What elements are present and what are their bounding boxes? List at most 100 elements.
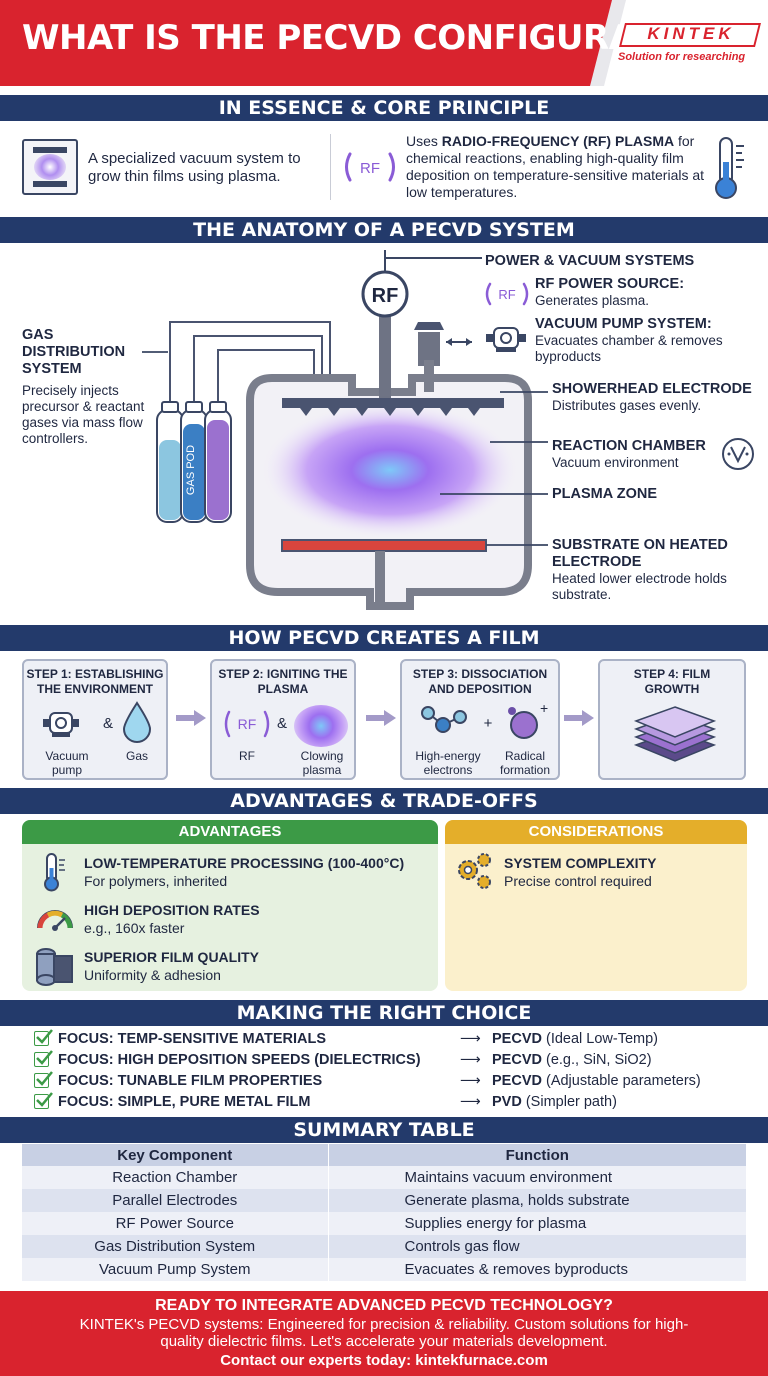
summary-table: Key Component Function Reaction Chamber … (22, 1144, 746, 1281)
step-1-cap1: Vacuum pump (45, 749, 89, 777)
step-4-title: STEP 4: FILM GROWTH (633, 667, 711, 696)
header-banner (0, 0, 626, 86)
arrow-right-icon: ⟶ (460, 1073, 481, 1089)
adv-quality-desc: Uniformity & adhesion (84, 967, 221, 983)
step-2-card: STEP 2: IGNITING THE PLASMA RF & RF Clow… (210, 659, 356, 780)
adv-low-temp-desc: For polymers, inherited (84, 873, 228, 889)
svg-text:RF: RF (360, 160, 380, 177)
step-3-cap2: Radical formation (499, 749, 551, 777)
gas-distribution-label: GAS DISTRIBUTION SYSTEM (22, 327, 126, 377)
contact-link[interactable]: Contact our experts today: kintekfurnace… (220, 1352, 548, 1369)
table-row: RF Power Source Supplies energy for plas… (22, 1212, 746, 1235)
vacuum-pump-icon (43, 712, 79, 737)
electron-molecule-icon (421, 706, 467, 733)
rf-plasma-highlight: RADIO-FREQUENCY (RF) PLASMA (441, 133, 675, 149)
step-2-cap1: RF (239, 749, 255, 763)
plasma-zone-label: PLASMA ZONE (552, 486, 657, 502)
advantages-panel: ADVANTAGES (22, 820, 438, 991)
showerhead-label: SHOWERHEAD ELECTRODE Distributes gases e… (552, 381, 752, 413)
step-3-title: STEP 3: DISSOCIATION AND DEPOSITION (412, 667, 548, 696)
essence-principle: Uses RADIO-FREQUENCY (RF) PLASMA for che… (406, 133, 705, 200)
section-choice-heading: MAKING THE RIGHT CHOICE (0, 1000, 768, 1026)
section-how-heading: HOW PECVD CREATES A FILM (0, 625, 768, 651)
footer-cta: READY TO INTEGRATE ADVANCED PECVD TECHNO… (0, 1291, 768, 1376)
thermometer-icon (715, 137, 744, 199)
adv-deposition-desc: e.g., 160x faster (84, 920, 185, 936)
rf-power-icon: RF (485, 282, 529, 306)
table-row: Gas Distribution System Controls gas flo… (22, 1235, 746, 1258)
step-3-cap1: High-energy electrons (415, 749, 481, 777)
checkbox-icon (34, 1050, 53, 1067)
arrow-right-icon (366, 710, 396, 726)
table-row: Reaction Chamber Maintains vacuum enviro… (22, 1166, 746, 1189)
step-1-title: STEP 1: ESTABLISHING THE ENVIRONMENT (26, 667, 164, 696)
table-header-row: Key Component Function (22, 1144, 746, 1166)
radical-icon: + (508, 701, 548, 739)
film-layers-icon (634, 706, 716, 762)
adv-quality-title: SUPERIOR FILM QUALITY (84, 949, 259, 965)
step-1-card: STEP 1: ESTABLISHING THE ENVIRONMENT & V… (22, 659, 168, 780)
adv-low-temp-title: LOW-TEMPERATURE PROCESSING (100-400°C) (84, 855, 405, 871)
svg-text:GAS POD: GAS POD (185, 445, 197, 495)
gas-pod: GAS POD (156, 401, 232, 523)
section-summary-heading: SUMMARY TABLE (0, 1117, 768, 1143)
thermometer-icon (44, 853, 65, 892)
column-header: Function (328, 1144, 746, 1166)
showerhead-electrode (282, 398, 504, 416)
advantages-heading: ADVANTAGES (22, 820, 438, 844)
gas-distribution-desc: Precisely injects precursor & reactant g… (22, 383, 145, 446)
gas-lines (169, 321, 331, 404)
column-header: Key Component (22, 1144, 329, 1166)
glowing-plasma-icon (294, 705, 348, 747)
substrate-label: SUBSTRATE ON HEATED ELECTRODE Heated low… (552, 537, 728, 602)
con-complexity-title: SYSTEM COMPLEXITY (504, 855, 657, 871)
table-row: Vacuum Pump System Evacuates & removes b… (22, 1258, 746, 1281)
section-anatomy-heading: THE ANATOMY OF A PECVD SYSTEM (0, 217, 768, 243)
section-essence-heading: IN ESSENCE & CORE PRINCIPLE (0, 95, 768, 121)
arrow-right-icon: ⟶ (460, 1031, 481, 1047)
arrow-right-icon (176, 710, 206, 726)
arrow-right-icon: ⟶ (460, 1052, 481, 1068)
footer-body: KINTEK's PECVD systems: Engineered for p… (79, 1316, 689, 1350)
power-vacuum-heading: POWER & VACUUM SYSTEMS (485, 253, 695, 269)
kintek-logo[interactable]: KINTEK (647, 24, 735, 43)
vacuum-chamber-icon (22, 139, 78, 195)
vacuum-pump-label: VACUUM PUMP SYSTEM: Evacuates chamber & … (535, 316, 723, 364)
footer-headline: READY TO INTEGRATE ADVANCED PECVD TECHNO… (155, 1297, 613, 1314)
vacuum-pump-icon (486, 327, 526, 352)
rf-waves-icon: RF (224, 710, 270, 738)
checkbox-icon (34, 1092, 53, 1109)
svg-text:RF: RF (498, 287, 515, 302)
essence-definition: A specialized vacuum system to grow thin… (88, 150, 301, 185)
substrate-heated-electrode (281, 539, 487, 552)
pecvd-diagram: RF GAS POD (142, 250, 548, 610)
gears-icon (458, 853, 491, 889)
speed-gauge-icon (37, 910, 73, 931)
gas-drop-icon (122, 701, 152, 743)
vacuum-gauge-icon (722, 438, 754, 470)
arrow-right-icon (564, 710, 594, 726)
step-2-title: STEP 2: IGNITING THE PLASMA (218, 667, 348, 696)
svg-text:RF: RF (238, 716, 257, 732)
plasma-zone (262, 402, 518, 538)
rf-waves-icon: RF (345, 152, 395, 182)
vacuum-valve (414, 322, 472, 392)
logo-tagline: Solution for researching (618, 51, 746, 63)
checkbox-icon (34, 1029, 53, 1046)
step-3-card: STEP 3: DISSOCIATION AND DEPOSITION + + … (400, 659, 560, 780)
checkbox-icon (34, 1071, 53, 1088)
header: WHAT IS THE PECVD CONFIGURATION? KINTEK … (0, 0, 768, 90)
con-complexity-desc: Precise control required (504, 873, 652, 889)
step-1-cap2: Gas (125, 749, 148, 763)
section-advantages-heading: ADVANTAGES & TRADE-OFFS (0, 788, 768, 814)
considerations-heading: CONSIDERATIONS (445, 820, 747, 844)
arrow-right-icon: ⟶ (460, 1094, 481, 1110)
divider (330, 134, 331, 200)
table-row: Parallel Electrodes Generate plasma, hol… (22, 1189, 746, 1212)
step-4-card: STEP 4: FILM GROWTH (598, 659, 746, 780)
step-2-cap2: Clowing plasma (300, 749, 344, 777)
svg-text:+: + (540, 701, 548, 716)
svg-text:RF: RF (372, 285, 399, 307)
adv-deposition-title: HIGH DEPOSITION RATES (84, 902, 260, 918)
film-roll-icon (36, 948, 73, 986)
